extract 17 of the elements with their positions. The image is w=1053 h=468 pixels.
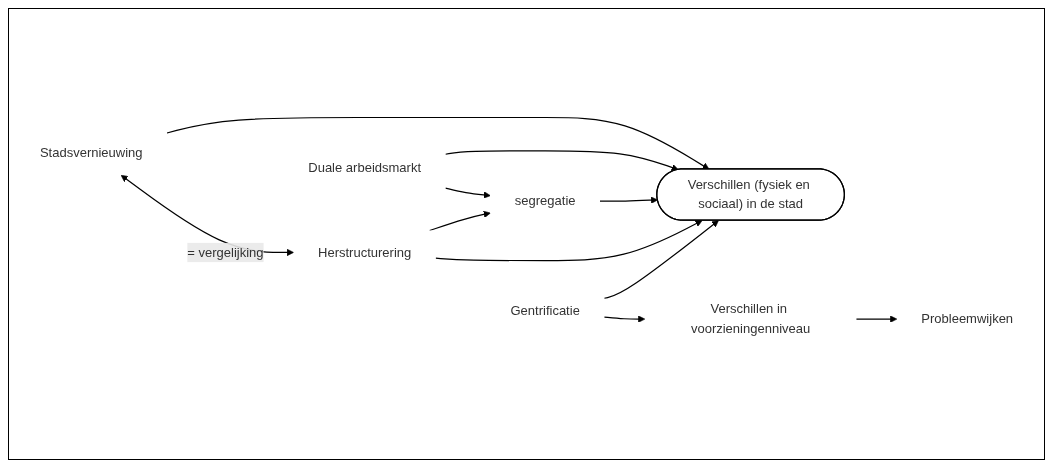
node-text: Gentrificatie xyxy=(510,303,580,318)
diagram-frame: = vergelijking Stadsvernieuwing Duale arbeidsmarkt segregatie Herstructurering Probleemwijken Verschillen (fysiek en sociaal) in de stad Gentrificatie Verschillen in voorzieningenniveau xyxy=(8,8,1045,460)
arrow xyxy=(855,315,898,323)
arrow xyxy=(603,315,646,323)
node-text: Probleemwijken xyxy=(921,311,1014,326)
arrow xyxy=(429,210,491,231)
arrow xyxy=(435,220,703,262)
node-text: segregatie xyxy=(514,193,576,208)
arrow xyxy=(166,116,710,170)
node-text: Duale arbeidsmarkt xyxy=(308,160,422,175)
arrow xyxy=(444,187,491,199)
arrow xyxy=(603,220,719,299)
node-text: Herstructurering xyxy=(318,244,412,259)
arrow xyxy=(599,196,658,204)
node-text: Stadsvernieuwing xyxy=(39,145,143,160)
arrow xyxy=(444,150,679,171)
node-text: Verschillen in voorzieningenniveau xyxy=(690,301,811,336)
